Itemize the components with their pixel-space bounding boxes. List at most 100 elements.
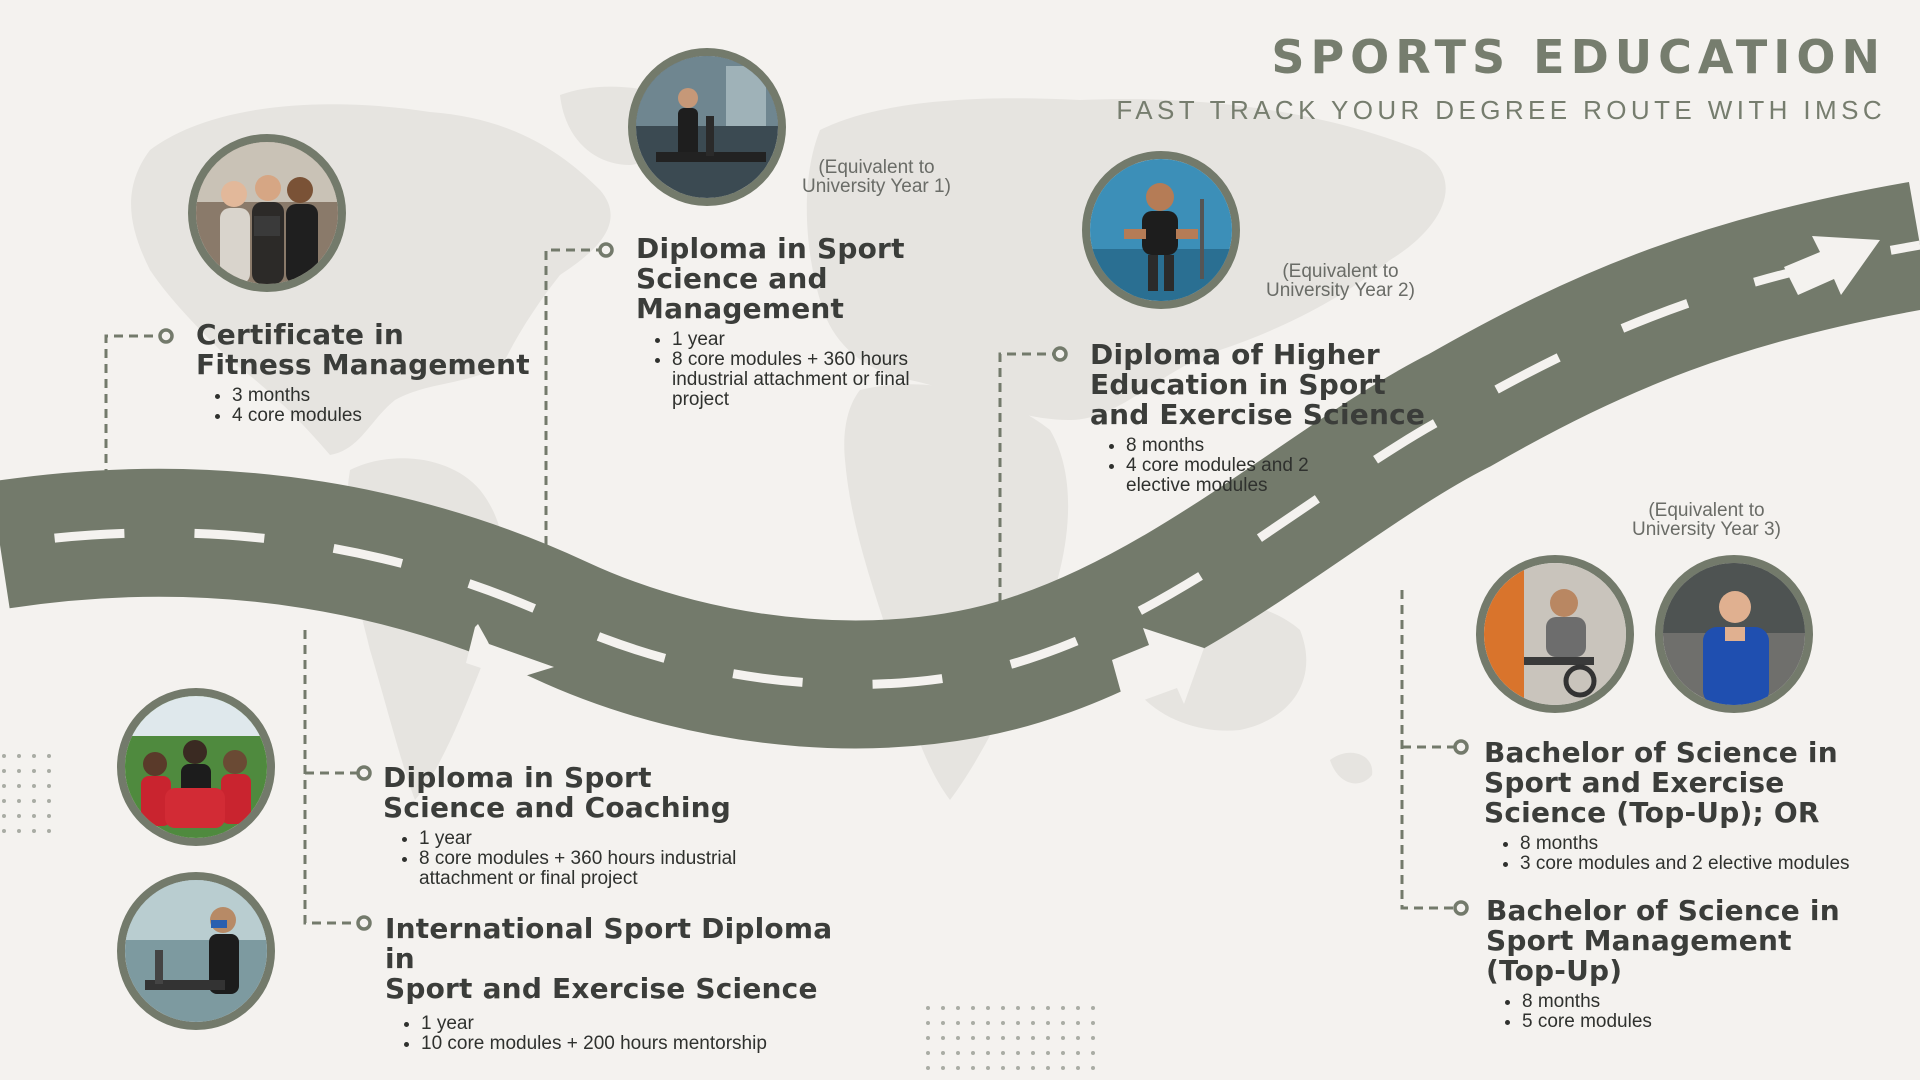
- programme-details: 1 year 8 core modules + 360 hours indust…: [383, 829, 789, 889]
- decor-dot: [1001, 1021, 1005, 1025]
- photo-group-fitness: [188, 134, 346, 292]
- equivalent-line: University Year 2): [1266, 280, 1415, 301]
- decor-dot: [926, 1066, 930, 1070]
- photo-bike-training: [1476, 555, 1634, 713]
- programme-title-line: Certificate in: [196, 318, 405, 351]
- dot-grid-left: [2, 754, 51, 833]
- decor-dot: [971, 1006, 975, 1010]
- equivalent-year-3-note: (Equivalent to University Year 3): [1632, 501, 1781, 539]
- decor-dot: [1076, 1066, 1080, 1070]
- programme-title-line: International Sport Diploma in: [385, 912, 833, 975]
- decor-dot: [986, 1006, 990, 1010]
- decor-dot: [47, 784, 51, 788]
- decor-dot: [986, 1066, 990, 1070]
- equivalent-line: University Year 3): [1632, 519, 1781, 540]
- coach-portrait-photo-icon: [1663, 563, 1805, 705]
- decor-dot: [17, 799, 21, 803]
- connector-dot: [1453, 900, 1469, 916]
- decor-dot: [47, 754, 51, 758]
- programme-title-line: Sport and Exercise: [1484, 766, 1785, 799]
- programme-detail-item: 5 core modules: [1522, 1012, 1906, 1032]
- decor-dot: [1001, 1066, 1005, 1070]
- decor-dot: [1091, 1036, 1095, 1040]
- page-title: SPORTS EDUCATION: [1271, 30, 1886, 84]
- connector-dot: [1052, 346, 1068, 362]
- team-huddle-photo-icon: [125, 696, 267, 838]
- decor-dot: [1016, 1006, 1020, 1010]
- decor-dot: [956, 1036, 960, 1040]
- programme-title: Certificate in Fitness Management: [196, 320, 536, 380]
- decor-dot: [2, 829, 6, 833]
- decor-dot: [1076, 1006, 1080, 1010]
- decor-dot: [926, 1006, 930, 1010]
- programme-detail-item: 3 core modules and 2 elective modules: [1520, 854, 1904, 874]
- programme-diploma-higher-education: Diploma of Higher Education in Sport and…: [1090, 340, 1440, 496]
- programme-title: Diploma in Sport Science and Management: [636, 234, 936, 324]
- decor-dot: [986, 1036, 990, 1040]
- decor-dot: [1076, 1051, 1080, 1055]
- equivalent-year-2-note: (Equivalent to University Year 2): [1266, 262, 1415, 300]
- programme-title: Bachelor of Science in Sport and Exercis…: [1484, 738, 1904, 828]
- connector-dot: [598, 242, 614, 258]
- decor-dot: [986, 1021, 990, 1025]
- programme-title-line: Diploma in Sport: [383, 761, 652, 794]
- programme-title: Diploma in Sport Science and Coaching: [383, 763, 803, 823]
- decor-dot: [941, 1066, 945, 1070]
- programme-certificate-fitness-management: Certificate in Fitness Management 3 mont…: [196, 320, 536, 426]
- programme-detail-item: 4 core modules: [232, 406, 536, 426]
- connector-diploma-management: [544, 248, 600, 590]
- decor-dot: [1046, 1051, 1050, 1055]
- decor-dot: [1061, 1006, 1065, 1010]
- decor-dot: [2, 754, 6, 758]
- programme-title-line: and Exercise Science: [1090, 398, 1426, 431]
- decor-dot: [941, 1051, 945, 1055]
- programme-diploma-sport-science-management: Diploma in Sport Science and Management …: [636, 234, 936, 410]
- dot-grid-bottom: [926, 1006, 1095, 1070]
- decor-dot: [17, 784, 21, 788]
- equivalent-line: (Equivalent to: [818, 157, 935, 178]
- decor-dot: [47, 799, 51, 803]
- decor-dot: [971, 1066, 975, 1070]
- decor-dot: [1001, 1036, 1005, 1040]
- decor-dot: [1061, 1036, 1065, 1040]
- programme-international-sport-diploma: International Sport Diploma in Sport and…: [385, 914, 865, 1054]
- programme-details: 8 months 5 core modules: [1486, 992, 1906, 1032]
- connector-dot: [356, 765, 372, 781]
- programme-detail-item: 1 year: [419, 829, 789, 849]
- decor-dot: [17, 829, 21, 833]
- decor-dot: [2, 769, 6, 773]
- programme-title-line: Sport Management: [1486, 924, 1792, 957]
- bike-training-photo-icon: [1484, 563, 1626, 705]
- programme-detail-item: 4 core modules and 2 elective modules: [1126, 456, 1316, 496]
- decor-dot: [1016, 1051, 1020, 1055]
- decor-dot: [956, 1006, 960, 1010]
- programme-detail-item: 1 year: [421, 1014, 865, 1034]
- programme-title-line: Sport and Exercise Science: [385, 972, 818, 1005]
- decor-dot: [1061, 1051, 1065, 1055]
- decor-dot: [941, 1006, 945, 1010]
- decor-dot: [32, 799, 36, 803]
- decor-dot: [956, 1066, 960, 1070]
- decor-dot: [47, 829, 51, 833]
- decor-dot: [32, 814, 36, 818]
- connector-end-dots: [158, 242, 1469, 931]
- decor-dot: [2, 814, 6, 818]
- decor-dot: [47, 769, 51, 773]
- equivalent-line: (Equivalent to: [1282, 261, 1399, 282]
- decor-dot: [1016, 1036, 1020, 1040]
- decor-dot: [1091, 1066, 1095, 1070]
- decor-dot: [1001, 1051, 1005, 1055]
- group-fitness-photo-icon: [196, 142, 338, 284]
- connector-dot: [356, 915, 372, 931]
- equivalent-year-1-note: (Equivalent to University Year 1): [802, 158, 951, 196]
- road-arrow-3: [1784, 236, 1880, 295]
- programme-title: Bachelor of Science in Sport Management …: [1486, 896, 1906, 986]
- connector-certificate: [104, 334, 160, 478]
- decor-dot: [1001, 1006, 1005, 1010]
- decor-dot: [1031, 1036, 1035, 1040]
- road-arrow-2: [1112, 628, 1204, 707]
- programme-title-line: Fitness Management: [196, 348, 530, 381]
- programme-title-line: (Top-Up): [1486, 954, 1623, 987]
- decor-dot: [1091, 1006, 1095, 1010]
